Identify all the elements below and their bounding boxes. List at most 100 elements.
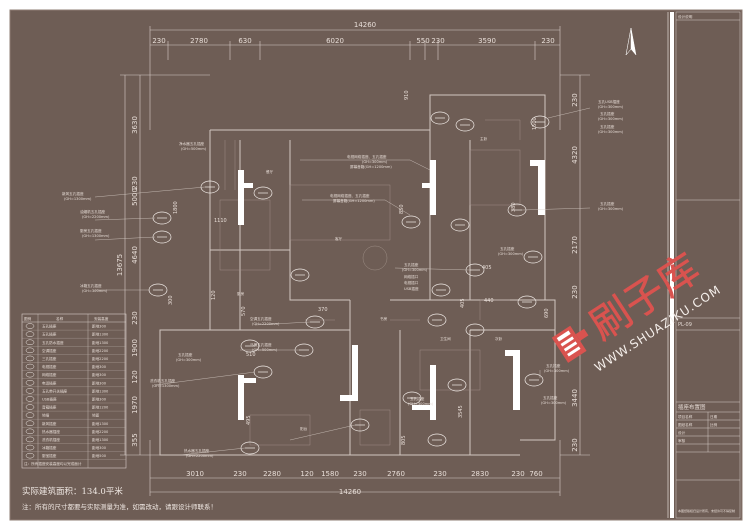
outlet-symbols xyxy=(148,111,550,455)
inner-dim: 405 xyxy=(482,265,492,271)
inner-dim: 3545 xyxy=(458,405,464,418)
legend-name: 电话插座 xyxy=(42,380,57,385)
inner-dim: 300 xyxy=(168,295,174,305)
dim-left-3: 5000 xyxy=(131,188,139,206)
legend-symbol-icon xyxy=(25,339,35,345)
callout-text: (GH=300mm) xyxy=(544,369,570,373)
outlet-icon xyxy=(447,378,467,392)
sheet-frame xyxy=(9,9,743,521)
watermark: 刷子库 WWW.SHUAZIKU.COM xyxy=(551,245,724,375)
outlet-icon xyxy=(524,373,544,387)
legend-height: 距地300 xyxy=(92,380,107,385)
outlet-icon xyxy=(240,339,260,353)
titleblock-row: 日期 xyxy=(710,414,718,419)
legend-height: 距地2200 xyxy=(92,348,109,353)
legend-height: 距地1300 xyxy=(92,332,109,337)
dim-bottom-2: 230 xyxy=(233,470,246,478)
legend-symbol-icon xyxy=(25,331,35,337)
outlet-icon xyxy=(350,418,370,432)
callout-text: (GH=300mm) xyxy=(598,105,624,109)
callout-text: 新风五孔插座 xyxy=(62,191,84,196)
callout-text: 五孔插座 xyxy=(600,201,615,206)
outlet-icon xyxy=(148,283,168,297)
room-label: 厨房 xyxy=(237,291,245,296)
dim-left-labels: 3630 230 5000 13675 4640 230 1900 120 19… xyxy=(116,116,139,447)
legend-height: 距地500 xyxy=(92,453,107,458)
callout-text: 厨房五孔插座 xyxy=(80,228,102,233)
titleblock-footer: 本图纸版权归设计所有，未经许可不得复制 xyxy=(678,508,735,513)
dimension-lines-top xyxy=(149,26,561,130)
legend-height: 距地300 xyxy=(92,397,107,402)
titleblock-row: 项目名称 xyxy=(678,414,693,419)
area-note: 实际建筑面积：134.0平米 xyxy=(22,486,123,497)
callout-text: 马桶五孔插座 xyxy=(250,342,272,347)
legend-name: 冰箱插座 xyxy=(42,445,57,450)
dim-bottom-4: 120 xyxy=(300,470,313,478)
legend-name: 音箱插座 xyxy=(42,405,57,410)
inner-dim: 440 xyxy=(484,298,494,304)
titleblock-header: 设计说明 xyxy=(678,14,693,19)
dim-right-2: 4320 xyxy=(571,146,579,164)
inner-dim: 1800 xyxy=(173,201,179,214)
bold-wall-segments xyxy=(238,160,545,420)
legend-name: 五孔插座 xyxy=(42,324,57,329)
outlet-icon xyxy=(152,211,172,225)
callout-text: (GH=300mm) xyxy=(598,130,624,134)
outlet-icon xyxy=(200,180,220,194)
dim-right-5: 3440 xyxy=(571,389,579,407)
leader-lines xyxy=(94,107,591,456)
callout-text: 网络插口 xyxy=(404,274,419,279)
legend-name: 洗衣机插座 xyxy=(42,437,60,442)
legend-height: 距地2200 xyxy=(92,429,109,434)
dim-bottom-8: 230 xyxy=(433,470,446,478)
callout-text: (GH=2200mm) xyxy=(252,322,280,326)
callout-text: 洗衣机五孔插座 xyxy=(150,378,176,383)
inner-dim: 405 xyxy=(460,298,466,308)
room-label: 次卧 xyxy=(495,336,503,341)
inner-dims: 1110 1800 850 440 405 370 495 910 405 35… xyxy=(168,90,550,445)
callout-text: (GH=300mm) xyxy=(82,289,108,293)
outlet-icon xyxy=(402,391,422,405)
inner-dim: 1500 xyxy=(532,117,538,130)
legend-footnote: 注：所有插座安装高度均以完成面计 xyxy=(24,461,82,466)
callout-text: (GH=2200mm) xyxy=(186,454,214,458)
brush-logo-icon xyxy=(551,325,589,363)
dim-top-2: 2780 xyxy=(190,37,208,45)
legend-height: 距地1200 xyxy=(92,405,109,410)
legend-height: 距地1300 xyxy=(92,437,109,442)
dim-top-6: 230 xyxy=(431,37,444,45)
legend-height: 距地300 xyxy=(92,364,107,369)
outlet-icon xyxy=(427,313,447,327)
room-label: 主卧 xyxy=(480,136,488,141)
titleblock-white-strip xyxy=(670,12,674,518)
legend-height: 距地300 xyxy=(92,445,107,450)
dim-right-1: 230 xyxy=(571,93,579,106)
outlet-icon xyxy=(253,186,273,200)
dim-top-8: 230 xyxy=(541,37,554,45)
callout-text: 电视插口 xyxy=(404,280,419,285)
callout-text: 屏幕音箱(GH=1200mm) xyxy=(350,164,392,169)
titleblock-sheet-no: PL-09 xyxy=(678,322,692,328)
callout-text: 电视网络插座、五孔插座 xyxy=(347,154,387,159)
outlet-icon xyxy=(152,230,172,244)
callout-text: 五孔插座 xyxy=(178,352,193,357)
legend-name: 五孔防水插座 xyxy=(42,340,64,345)
legend-rows: 五孔插座距地300五孔插座距地1300五孔防水插座距地1300空调插座距地220… xyxy=(22,323,126,460)
legend-symbol-icon xyxy=(25,355,35,362)
legend-table: 图例 名称 安装高度 五孔插座距地300五孔插座距地1300五孔防水插座距地13… xyxy=(21,313,127,469)
dim-bottom-labels: 3010 230 2280 120 1580 230 2760 230 2830… xyxy=(186,470,543,478)
legend-height: 距地300 xyxy=(92,372,107,377)
callout-text: 五孔插座 xyxy=(600,111,615,116)
legend-symbol-icon xyxy=(25,363,35,370)
outlet-icon xyxy=(455,118,475,132)
dim-bottom-10: 230 xyxy=(511,470,524,478)
room-label: 阳台 xyxy=(300,426,308,431)
legend-name: 地插 xyxy=(42,413,50,418)
dim-bottom-3: 2280 xyxy=(263,470,281,478)
dim-top-5: 550 xyxy=(416,37,429,45)
legend-symbol-icon xyxy=(25,428,35,435)
legend-symbol-icon xyxy=(25,380,35,386)
dim-left-8: 120 xyxy=(131,370,139,383)
